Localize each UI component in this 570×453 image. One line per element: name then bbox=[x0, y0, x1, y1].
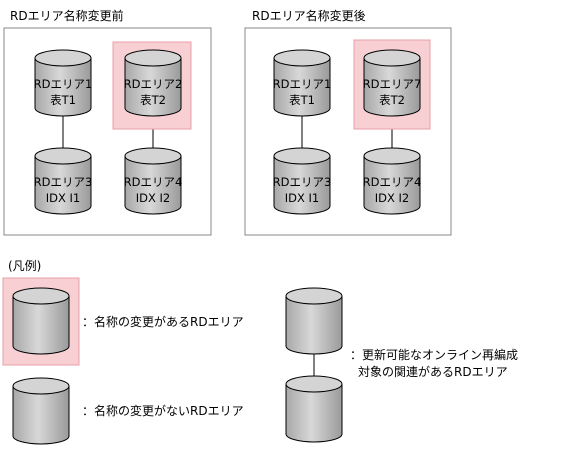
legend-not-renamed-label: ：名称の変更がないRDエリア bbox=[82, 403, 244, 418]
before-rdarea-2: RDエリア2 表T2 bbox=[124, 49, 183, 117]
legend-linked-cylinder-bottom bbox=[285, 375, 343, 443]
before-rdarea-4-index: IDX I2 bbox=[136, 191, 171, 205]
before-rdarea-1-name: RDエリア1 bbox=[34, 77, 93, 91]
legend-renamed-label: ：名称の変更があるRDエリア bbox=[82, 314, 244, 329]
legend-renamed-cylinder bbox=[12, 287, 70, 355]
after-rdarea-1-table: 表T1 bbox=[289, 93, 315, 107]
after-rdarea-4-index: IDX I2 bbox=[375, 191, 410, 205]
after-panel-frame bbox=[244, 27, 452, 236]
before-rdarea-3-name: RDエリア3 bbox=[34, 175, 93, 189]
before-rdarea-3-index: IDX I1 bbox=[46, 191, 81, 205]
after-panel-title: RDエリア名称変更後 bbox=[252, 8, 366, 23]
before-rdarea-1-table: 表T1 bbox=[50, 93, 76, 107]
after-rdarea-4: RDエリア4 IDX I2 bbox=[363, 147, 422, 215]
legend-not-renamed-cylinder bbox=[12, 377, 70, 445]
after-rdarea-7: RDエリア7 表T2 bbox=[363, 49, 422, 117]
after-rdarea-7-table: 表T2 bbox=[379, 93, 405, 107]
legend-linked-label-line1: ：更新可能なオンライン再編成 bbox=[350, 347, 518, 362]
legend-linked-cylinder-top bbox=[285, 287, 343, 355]
before-rdarea-2-name: RDエリア2 bbox=[124, 77, 183, 91]
before-rdarea-1: RDエリア1 表T1 bbox=[34, 49, 93, 117]
legend-title: (凡例) bbox=[8, 259, 41, 273]
after-rdarea-7-name: RDエリア7 bbox=[363, 77, 422, 91]
before-panel-frame bbox=[3, 27, 212, 236]
before-rdarea-4-name: RDエリア4 bbox=[124, 175, 183, 189]
after-rdarea-3-name: RDエリア3 bbox=[273, 175, 332, 189]
before-rdarea-3: RDエリア3 IDX I1 bbox=[34, 147, 93, 215]
after-rdarea-3: RDエリア3 IDX I1 bbox=[273, 147, 332, 215]
legend-linked-label-line2: 対象の関連があるRDエリア bbox=[358, 364, 508, 379]
after-rdarea-1: RDエリア1 表T1 bbox=[273, 49, 332, 117]
after-rdarea-4-name: RDエリア4 bbox=[363, 175, 422, 189]
before-rdarea-4: RDエリア4 IDX I2 bbox=[124, 147, 183, 215]
before-rdarea-2-table: 表T2 bbox=[140, 93, 166, 107]
after-rdarea-1-name: RDエリア1 bbox=[273, 77, 332, 91]
before-panel-title: RDエリア名称変更前 bbox=[10, 8, 124, 23]
after-rdarea-3-index: IDX I1 bbox=[285, 191, 320, 205]
